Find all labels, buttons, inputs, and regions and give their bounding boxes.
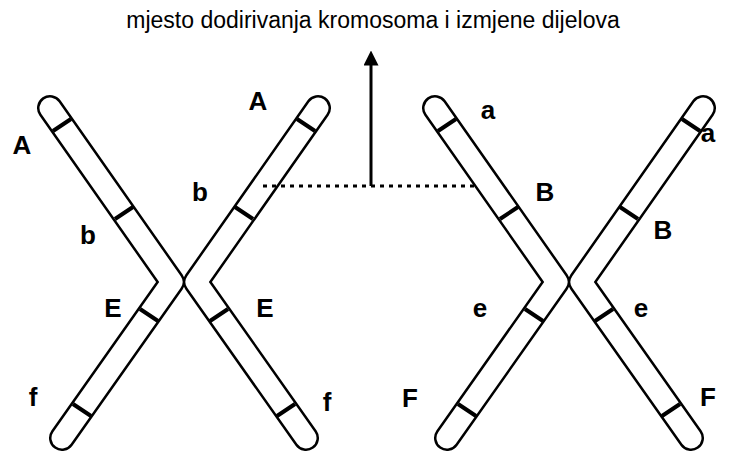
gene-label: f: [27, 383, 40, 411]
gene-label: F: [698, 383, 718, 411]
gene-label: a: [479, 96, 497, 124]
gene-label: b: [78, 221, 98, 249]
gene-label: e: [471, 294, 489, 322]
gene-label: e: [632, 294, 650, 322]
left-chromosome: [50, 108, 318, 438]
gene-label: B: [534, 178, 557, 206]
callout-text: mjesto dodirivanja kromosoma i izmjene d…: [123, 8, 622, 33]
gene-label: B: [652, 216, 675, 244]
gene-label: E: [102, 294, 123, 322]
gene-label: E: [254, 294, 275, 322]
gene-label: a: [699, 119, 717, 147]
gene-label: A: [11, 131, 34, 159]
gene-label: A: [247, 87, 270, 115]
pointer-arrow: [370, 58, 373, 186]
right-chromosome: [435, 108, 703, 438]
gene-label: f: [321, 388, 334, 416]
gene-label: b: [190, 178, 210, 206]
gene-label: F: [400, 384, 420, 412]
